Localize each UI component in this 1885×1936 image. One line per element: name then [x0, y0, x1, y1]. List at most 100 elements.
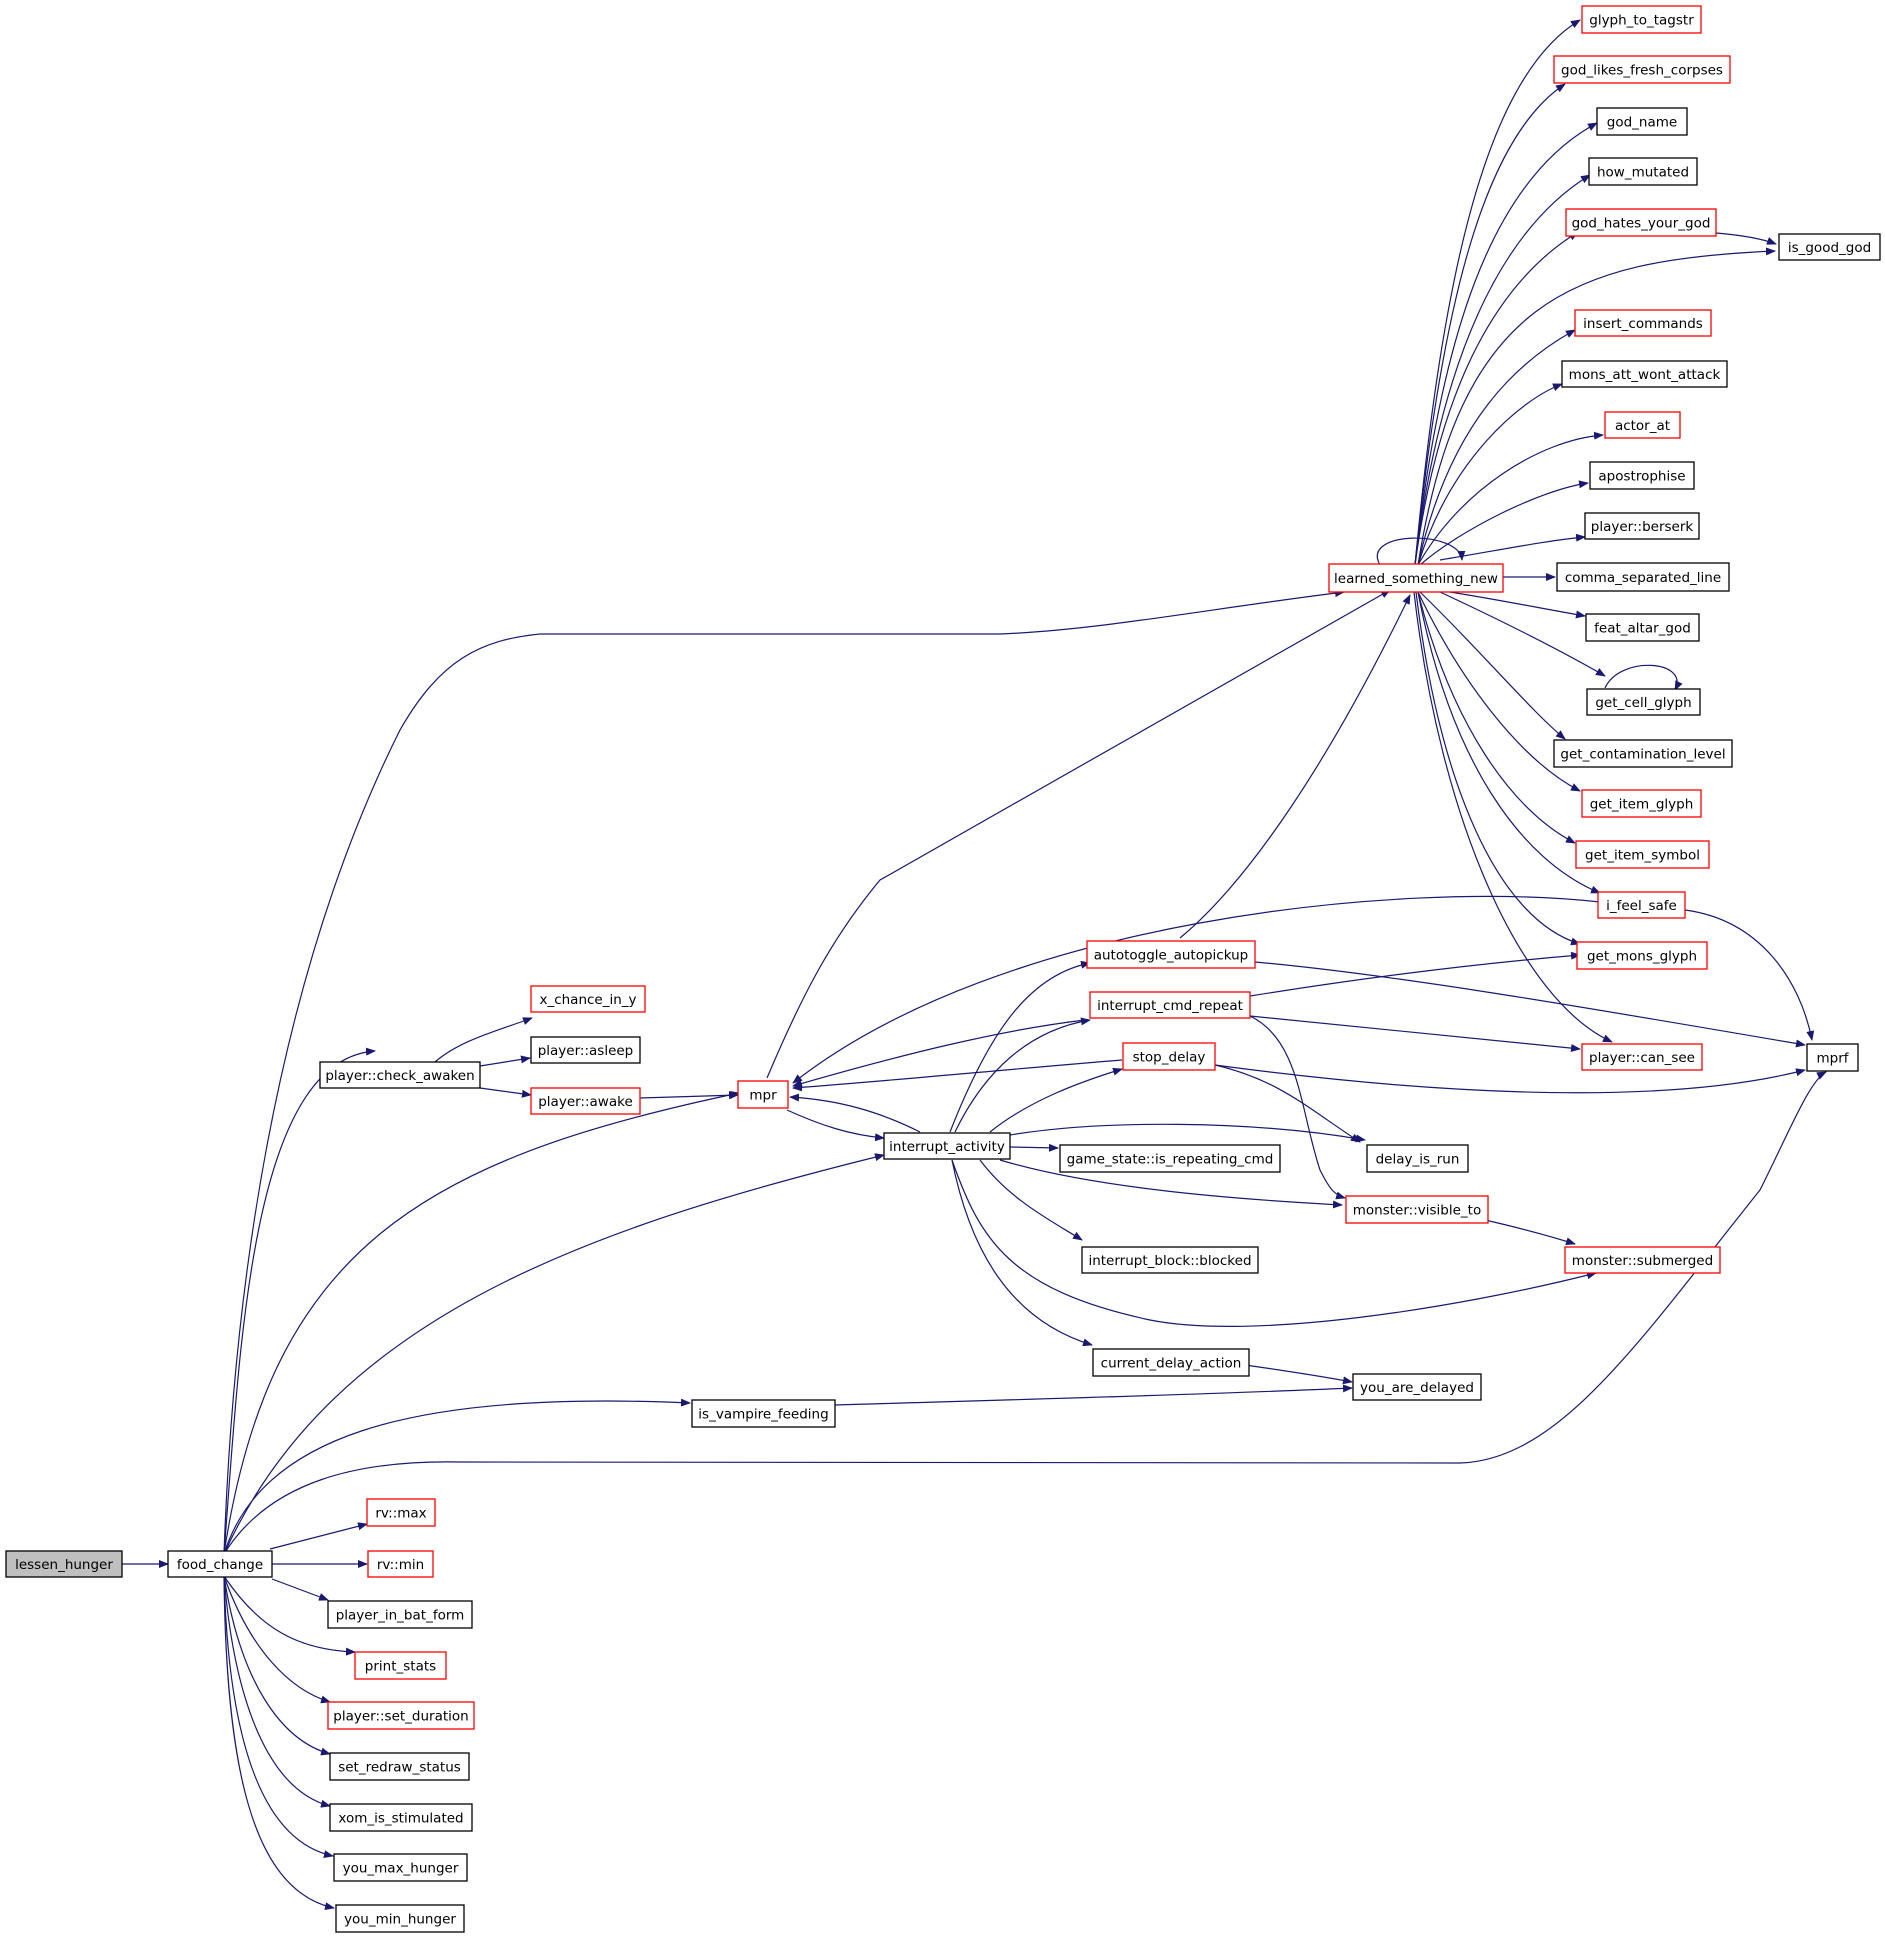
node-label: glyph_to_tagstr: [1589, 13, 1694, 29]
node-x-chance-in-y[interactable]: x_chance_in_y: [530, 985, 646, 1013]
node-current-delay-action[interactable]: current_delay_action: [1092, 1348, 1250, 1377]
node-box: [327, 1701, 475, 1730]
node-interrupt-cmd-repeat[interactable]: interrupt_cmd_repeat: [1089, 991, 1251, 1019]
node-label: monster::visible_to: [1353, 1203, 1481, 1219]
node-player-berserk[interactable]: player::berserk: [1584, 512, 1700, 540]
edge: [766, 589, 1391, 1079]
node-player-can-see[interactable]: player::can_see: [1581, 1043, 1703, 1071]
node-label: player::awake: [538, 1094, 633, 1110]
node-is-good-god[interactable]: is_good_god: [1778, 233, 1881, 261]
node-label: player::set_duration: [333, 1709, 469, 1725]
node-box: [1328, 563, 1504, 593]
edge: [1417, 431, 1604, 566]
node-box: [1553, 55, 1731, 84]
edge: [1415, 591, 1581, 946]
edge: [223, 1090, 740, 1555]
edge: [1244, 1364, 1353, 1385]
node-box: [691, 1399, 836, 1428]
node-player-in-bat-form[interactable]: player_in_bat_form: [327, 1600, 473, 1629]
node-box: [1806, 1043, 1859, 1072]
node-rv-min[interactable]: rv::min: [367, 1550, 434, 1578]
node-label: mons_att_wont_attack: [1569, 367, 1721, 383]
edge: [951, 1159, 1093, 1347]
node-box: [1089, 991, 1251, 1019]
node-box: [1366, 1144, 1469, 1173]
edge: [479, 1055, 531, 1067]
edge: [1254, 961, 1806, 1048]
edge: [1417, 591, 1581, 792]
node-insert-commands[interactable]: insert_commands: [1574, 309, 1712, 337]
edge: [1417, 591, 1576, 844]
node-mpr[interactable]: mpr: [737, 1080, 789, 1109]
node-god-likes-fresh-corpses[interactable]: god_likes_fresh_corpses: [1553, 55, 1731, 84]
node-label: set_redraw_status: [338, 1760, 461, 1776]
node-box: [1585, 613, 1700, 642]
edge: [951, 1159, 1597, 1327]
node-i-feel-safe[interactable]: i_feel_safe: [1597, 891, 1686, 919]
node-you-are-delayed[interactable]: you_are_delayed: [1352, 1373, 1482, 1401]
node-box: [1586, 688, 1701, 716]
edge: [833, 1384, 1353, 1406]
node-autotoggle-autopickup[interactable]: autotoggle_autopickup: [1086, 940, 1256, 969]
node-player-asleep[interactable]: player::asleep: [530, 1036, 641, 1064]
edge: [1417, 247, 1776, 566]
edge: [789, 1093, 921, 1133]
node-monster-visible-to[interactable]: monster::visible_to: [1345, 1195, 1489, 1224]
node-label: get_item_glyph: [1590, 797, 1694, 813]
node-god-hates-your-god[interactable]: god_hates_your_god: [1565, 208, 1717, 237]
node-god-name[interactable]: god_name: [1596, 107, 1688, 136]
edge: [271, 1578, 329, 1601]
node-label: mpr: [749, 1088, 777, 1104]
node-xom-is-stimulated[interactable]: xom_is_stimulated: [329, 1803, 473, 1832]
node-stop-delay[interactable]: stop_delay: [1122, 1042, 1216, 1071]
node-box: [883, 1132, 1011, 1160]
node-get-mons-glyph[interactable]: get_mons_glyph: [1576, 941, 1708, 970]
node-actor-at[interactable]: actor_at: [1604, 411, 1681, 439]
edge: [1179, 594, 1411, 939]
node-is-vampire-feeding[interactable]: is_vampire_feeding: [691, 1399, 836, 1428]
node-monster-submerged[interactable]: monster::submerged: [1564, 1246, 1721, 1274]
node-box: [366, 1498, 436, 1527]
edge: [989, 1067, 1123, 1133]
node-get-cell-glyph[interactable]: get_cell_glyph: [1586, 688, 1701, 716]
node-player-check-awaken[interactable]: player::check_awaken: [319, 1061, 481, 1089]
node-get-item-glyph[interactable]: get_item_glyph: [1581, 789, 1702, 818]
edge: [434, 1017, 533, 1063]
node-set-redraw-status[interactable]: set_redraw_status: [329, 1752, 470, 1781]
node-interrupt-activity[interactable]: interrupt_activity: [883, 1132, 1011, 1160]
edge: [1249, 951, 1581, 997]
node-label: stop_delay: [1133, 1050, 1206, 1066]
node-box: [1575, 840, 1710, 869]
node-get-item-symbol[interactable]: get_item_symbol: [1575, 840, 1710, 869]
edge: [1439, 591, 1606, 677]
node-interrupt-block-blocked[interactable]: interrupt_block::blocked: [1081, 1246, 1259, 1274]
node-food-change[interactable]: food_change: [167, 1550, 273, 1578]
node-delay-is-run[interactable]: delay_is_run: [1366, 1144, 1469, 1173]
node-how-mutated[interactable]: how_mutated: [1588, 157, 1698, 186]
edge: [223, 1575, 335, 1911]
node-you-max-hunger[interactable]: you_max_hunger: [333, 1853, 468, 1882]
edge: [792, 1059, 1123, 1092]
node-rv-max[interactable]: rv::max: [366, 1498, 436, 1527]
node-lessen-hunger[interactable]: lessen_hunger: [5, 1550, 123, 1578]
node-label: interrupt_cmd_repeat: [1097, 998, 1243, 1014]
node-label: learned_something_new: [1334, 571, 1498, 587]
node-you-min-hunger[interactable]: you_min_hunger: [335, 1904, 465, 1933]
node-learned-something-new[interactable]: learned_something_new: [1328, 563, 1504, 593]
node-player-set-duration[interactable]: player::set_duration: [327, 1701, 475, 1730]
node-box: [1581, 789, 1702, 818]
node-mprf[interactable]: mprf: [1806, 1043, 1859, 1072]
node-label: comma_separated_line: [1565, 570, 1721, 586]
node-feat-altar-god[interactable]: feat_altar_god: [1585, 613, 1700, 642]
node-game-state-is-repeating-cmd[interactable]: game_state::is_repeating_cmd: [1059, 1144, 1281, 1173]
node-comma-separated-line[interactable]: comma_separated_line: [1556, 562, 1730, 592]
node-print-stats[interactable]: print_stats: [354, 1651, 447, 1680]
node-player-awake[interactable]: player::awake: [530, 1087, 641, 1115]
node-mons-att-wont-attack[interactable]: mons_att_wont_attack: [1561, 360, 1728, 388]
node-box: [1778, 233, 1881, 261]
nodes: lessen_hunger food_change player::check_aw…: [5, 5, 1881, 1933]
node-apostrophise[interactable]: apostrophise: [1589, 461, 1695, 490]
node-glyph-to-tagstr[interactable]: glyph_to_tagstr: [1581, 5, 1702, 34]
node-box: [1565, 208, 1717, 237]
node-get-contamination-level[interactable]: get_contamination_level: [1553, 739, 1733, 768]
